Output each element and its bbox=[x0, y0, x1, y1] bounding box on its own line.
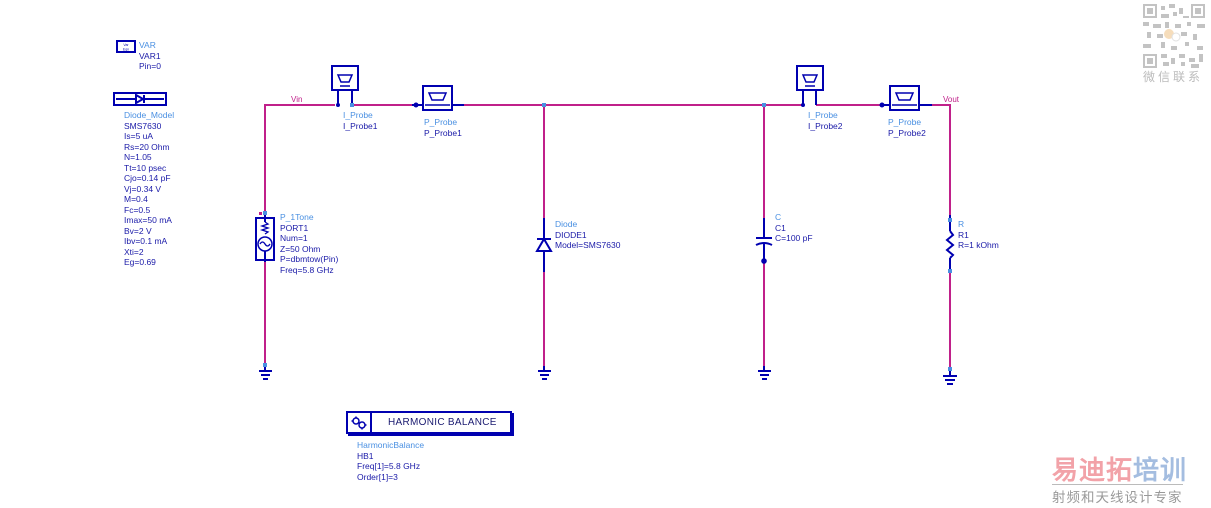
hb-param: Order[1]=3 bbox=[357, 471, 398, 482]
resistor-type: R bbox=[958, 219, 965, 229]
i-probe1-type: I_Probe bbox=[343, 110, 373, 120]
ground-icon[interactable] bbox=[943, 370, 957, 385]
i-probe2-type: I_Probe bbox=[808, 110, 838, 120]
hb-gear-icon bbox=[348, 413, 372, 432]
var-type: VAR bbox=[139, 40, 156, 50]
diode-model-type: Diode_Model bbox=[124, 110, 175, 120]
port-param: Freq=5.8 GHz bbox=[280, 264, 334, 275]
var-name: VAR1 bbox=[139, 50, 161, 61]
port-param: P=dbmtow(Pin) bbox=[280, 254, 339, 264]
i-probe1-symbol[interactable] bbox=[331, 65, 359, 107]
diode-model-param: Bv=2 V bbox=[124, 225, 152, 236]
diode-model-label[interactable]: Diode_Model SMS7630 Is=5 uA Rs=20 Ohm N=… bbox=[124, 110, 174, 268]
i-probe2-label[interactable]: I_Probe I_Probe2 bbox=[808, 110, 843, 131]
p-probe2-type: P_Probe bbox=[888, 117, 922, 127]
capacitor-label[interactable]: C C1 C=100 pF bbox=[775, 212, 813, 244]
net-label-vout[interactable]: Vout bbox=[943, 95, 960, 104]
hb-param: Freq[1]=5.8 GHz bbox=[357, 461, 421, 471]
i-probe1-name: I_Probe1 bbox=[343, 120, 378, 131]
brand-subtitle: 射频和天线设计专家 bbox=[1052, 484, 1183, 506]
diode-model-param: Rs=20 Ohm bbox=[124, 141, 170, 152]
port-param: Z=50 Ohm bbox=[280, 243, 321, 254]
p-probe2-name: P_Probe2 bbox=[888, 127, 926, 138]
ground-symbols bbox=[259, 366, 957, 385]
diode-model-param: Eg=0.69 bbox=[124, 257, 156, 267]
capacitor-param: C=100 pF bbox=[775, 233, 813, 243]
var-param: Pin=0 bbox=[139, 61, 161, 71]
brand-watermark: 易迪拓培训 bbox=[1052, 450, 1187, 487]
diode-symbol[interactable] bbox=[535, 218, 553, 272]
capacitor-name: C1 bbox=[775, 222, 786, 233]
diode-model-param: M=0.4 bbox=[124, 194, 148, 204]
diode-model-param: Vj=0.34 V bbox=[124, 183, 162, 194]
net-label-vin[interactable]: Vin bbox=[291, 95, 303, 104]
brand-red-text: 易迪拓 bbox=[1052, 456, 1134, 486]
diode-model-param: Is=5 uA bbox=[124, 131, 154, 141]
resistor-label[interactable]: R R1 R=1 kOhm bbox=[958, 219, 999, 251]
port-source-symbol[interactable] bbox=[255, 211, 275, 262]
junctions bbox=[542, 103, 766, 107]
diode-model-param: Fc=0.5 bbox=[124, 204, 151, 215]
diode-model-param: Cjo=0.14 pF bbox=[124, 173, 171, 183]
i-probe2-symbol[interactable] bbox=[796, 65, 824, 107]
resistor-symbol[interactable] bbox=[945, 215, 955, 273]
qr-caption: 微信联系 bbox=[1143, 70, 1204, 84]
port-name: PORT1 bbox=[280, 222, 309, 233]
hb-title: HARMONIC BALANCE bbox=[388, 417, 497, 428]
p-probe1-name: P_Probe1 bbox=[424, 127, 462, 138]
diode-model-param: Imax=50 mA bbox=[124, 215, 172, 225]
var-block-label[interactable]: VAR VAR1 Pin=0 bbox=[139, 40, 161, 72]
diode-label[interactable]: Diode DIODE1 Model=SMS7630 bbox=[555, 219, 620, 251]
ground-icon[interactable] bbox=[259, 366, 272, 380]
ground-icon[interactable] bbox=[538, 366, 551, 380]
var-eqn-icon[interactable]: Var Eqn bbox=[116, 40, 136, 53]
wire-vin-left[interactable] bbox=[264, 104, 335, 213]
capacitor-symbol[interactable] bbox=[755, 218, 773, 264]
diode-name: DIODE1 bbox=[555, 229, 587, 240]
p-probe2-symbol[interactable] bbox=[879, 85, 933, 111]
qr-code-watermark bbox=[1143, 4, 1205, 68]
port-param: Num=1 bbox=[280, 233, 308, 243]
port-label[interactable]: P_1Tone PORT1 Num=1 Z=50 Ohm P=dbmtow(Pi… bbox=[280, 212, 338, 275]
p-probe2-label[interactable]: P_Probe P_Probe2 bbox=[888, 117, 926, 138]
svg-text:Var: Var bbox=[123, 43, 129, 47]
p-probe1-type: P_Probe bbox=[424, 117, 458, 127]
wire-vout-right[interactable] bbox=[932, 104, 951, 215]
diode-type: Diode bbox=[555, 219, 578, 229]
port-type: P_1Tone bbox=[280, 212, 314, 222]
brand-blue-text: 培训 bbox=[1133, 456, 1188, 486]
diode-model-icon[interactable] bbox=[113, 92, 167, 106]
hb-label[interactable]: HarmonicBalance HB1 Freq[1]=5.8 GHz Orde… bbox=[357, 440, 424, 482]
diode-model-param: Ibv=0.1 mA bbox=[124, 236, 168, 246]
diode-model-param: N=1.05 bbox=[124, 152, 152, 162]
p-probe1-label[interactable]: P_Probe P_Probe1 bbox=[424, 117, 462, 138]
svg-text:Eqn: Eqn bbox=[123, 48, 129, 52]
hb-type: HarmonicBalance bbox=[357, 440, 425, 450]
diode-model-param: Xti=2 bbox=[124, 246, 144, 257]
harmonic-balance-block[interactable]: HARMONIC BALANCE bbox=[346, 411, 512, 434]
capacitor-type: C bbox=[775, 212, 782, 222]
diode-param: Model=SMS7630 bbox=[555, 240, 621, 250]
i-probe1-label[interactable]: I_Probe I_Probe1 bbox=[343, 110, 378, 131]
i-probe2-name: I_Probe2 bbox=[808, 120, 843, 131]
hb-name: HB1 bbox=[357, 450, 374, 461]
resistor-name: R1 bbox=[958, 229, 969, 240]
p-probe1-symbol[interactable] bbox=[412, 85, 464, 111]
ground-icon[interactable] bbox=[758, 366, 771, 380]
diode-model-param: Tt=10 psec bbox=[124, 162, 167, 173]
diode-model-name: SMS7630 bbox=[124, 120, 162, 131]
resistor-param: R=1 kOhm bbox=[958, 240, 999, 250]
wires bbox=[264, 104, 951, 370]
